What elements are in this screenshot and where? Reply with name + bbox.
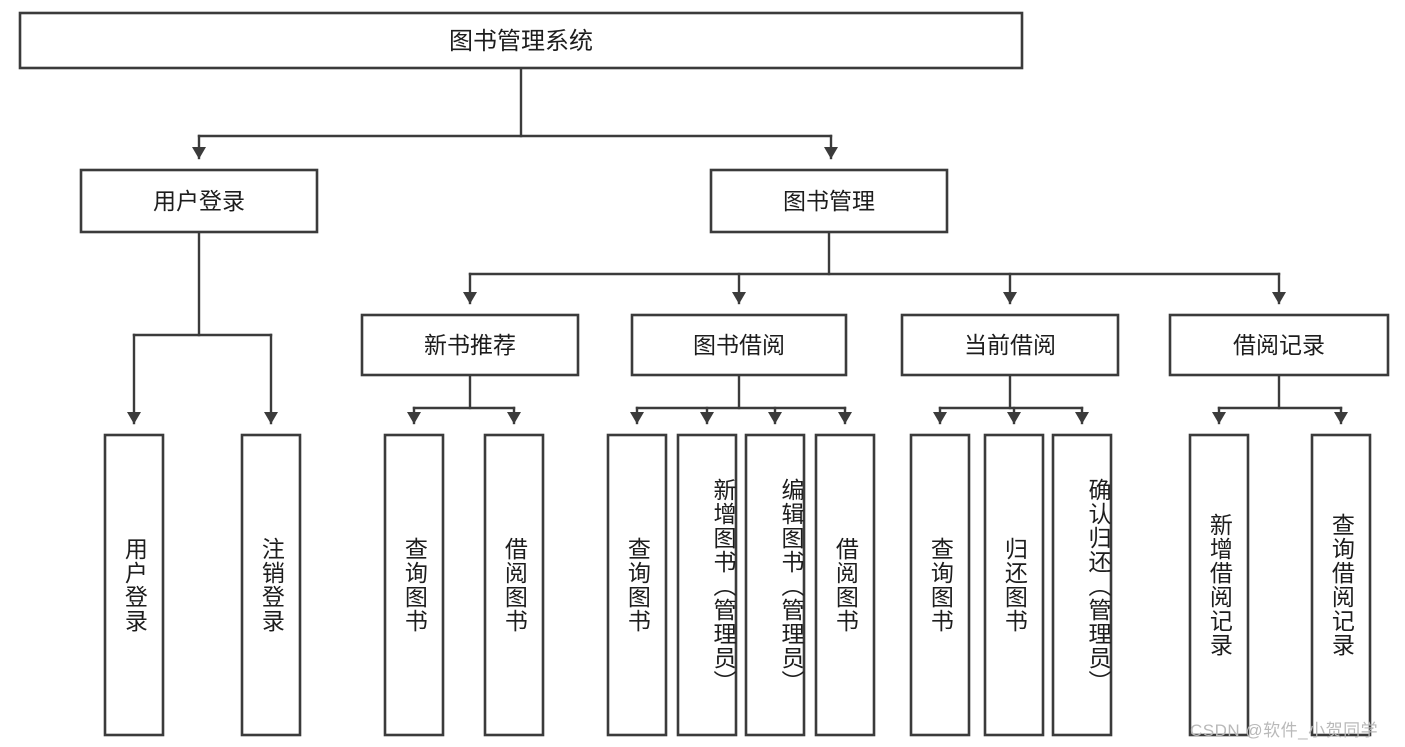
connector-group [127, 66, 1348, 425]
leaf-box-query-record[interactable] [1310, 433, 1372, 737]
node-new-book-recommend-box[interactable] [360, 313, 580, 377]
leaf-box-query-book-2[interactable] [606, 433, 668, 737]
leaf-box-query-book-3[interactable] [909, 433, 971, 737]
node-book-manage-box[interactable] [709, 168, 949, 234]
node-book-borrow-label: 图书借阅 [693, 332, 785, 358]
node-new-book-recommend[interactable]: 新书推荐 [360, 313, 580, 377]
node-new-book-recommend-label: 新书推荐 [424, 332, 516, 358]
leaf-box-confirm-return[interactable] [1051, 433, 1113, 737]
leaf-box-borrow-book-1[interactable] [483, 433, 545, 737]
node-borrow-record-box[interactable] [1168, 313, 1390, 377]
node-user-login[interactable]: 用户登录 [79, 168, 319, 234]
node-user-login-label: 用户登录 [153, 188, 245, 214]
leaf-box-borrow-book-2[interactable] [814, 433, 876, 737]
node-current-borrow-box[interactable] [900, 313, 1120, 377]
node-book-manage[interactable]: 图书管理 [709, 168, 949, 234]
node-book-manage-label: 图书管理 [783, 188, 875, 214]
node-current-borrow-label: 当前借阅 [964, 332, 1056, 358]
leaf-box-user-login[interactable] [103, 433, 165, 737]
node-book-borrow[interactable]: 图书借阅 [630, 313, 848, 377]
node-root[interactable]: 图书管理系统 [18, 11, 1024, 70]
node-book-borrow-box[interactable] [630, 313, 848, 377]
leaf-box-add-book[interactable] [676, 433, 738, 737]
leaf-box-edit-book[interactable] [744, 433, 806, 737]
leaf-box-user-logout[interactable] [240, 433, 302, 737]
leaf-box-query-book-1[interactable] [383, 433, 445, 737]
leaf-box-add-record[interactable] [1188, 433, 1250, 737]
node-user-login-box[interactable] [79, 168, 319, 234]
node-root-box[interactable] [18, 11, 1024, 70]
node-current-borrow[interactable]: 当前借阅 [900, 313, 1120, 377]
leaf-box-return-book[interactable] [983, 433, 1045, 737]
csdn-watermark: CSDN @软件_小贺同学 [1190, 721, 1379, 740]
node-borrow-record[interactable]: 借阅记录 [1168, 313, 1390, 377]
node-borrow-record-label: 借阅记录 [1233, 332, 1325, 358]
node-root-label: 图书管理系统 [449, 28, 593, 55]
leaf-box-group [103, 433, 1372, 737]
